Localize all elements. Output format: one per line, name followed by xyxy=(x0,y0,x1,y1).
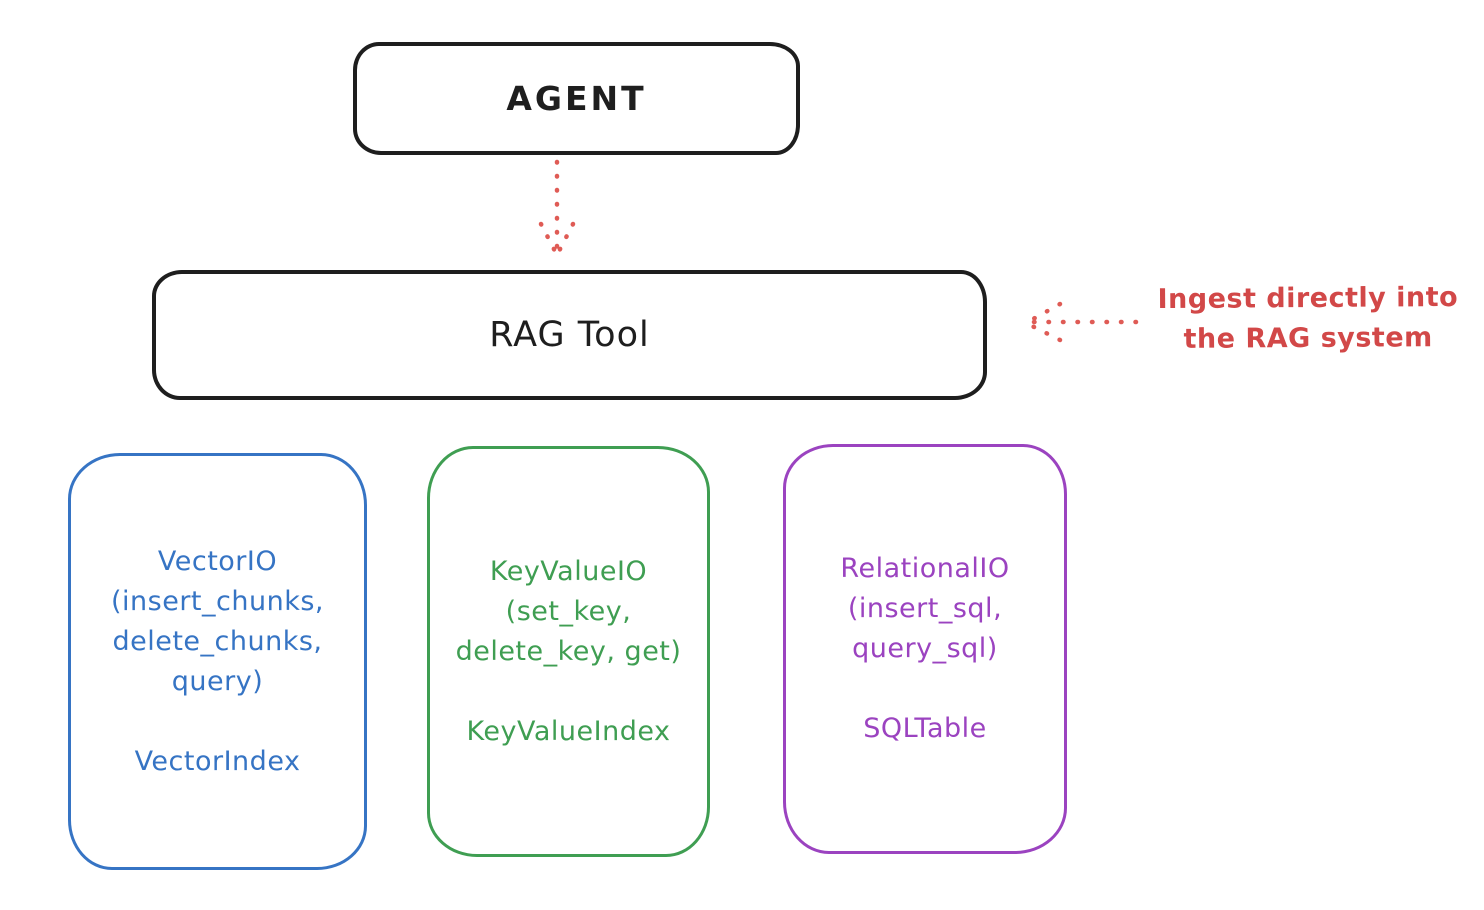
storage-box-keyvalue: KeyValueIO (set_key, delete_key, get) Ke… xyxy=(427,446,710,857)
ingest-annotation: Ingest directly into the RAG system xyxy=(1140,278,1477,360)
sql-table-label: SQLTable xyxy=(863,713,987,744)
keyvalue-index-label: KeyValueIndex xyxy=(466,715,671,747)
rag-tool-node: RAG Tool xyxy=(152,270,987,400)
rag-tool-label: RAG Tool xyxy=(489,315,650,355)
ingest-annotation-line1: Ingest directly into xyxy=(1157,281,1459,316)
vector-io-method-line: delete_chunks, xyxy=(112,625,323,657)
vector-index-label: VectorIndex xyxy=(134,745,301,777)
keyvalue-io-method-line: delete_key, get) xyxy=(455,635,682,667)
storage-box-vector: VectorIO (insert_chunks, delete_chunks, … xyxy=(68,453,367,870)
keyvalue-io-method-line: (set_key, xyxy=(505,595,632,627)
annotation-to-rag-tool-arrow-icon xyxy=(1023,301,1139,343)
agent-label: AGENT xyxy=(506,79,647,118)
vector-io-method-line: (insert_chunks, xyxy=(111,585,324,617)
relational-io-method-line: query_sql) xyxy=(852,633,998,664)
keyvalue-io-title: KeyValueIO xyxy=(489,555,648,587)
vector-io-title: VectorIO xyxy=(157,545,278,577)
ingest-annotation-line2: the RAG system xyxy=(1183,322,1433,355)
agent-to-rag-tool-arrow-icon xyxy=(538,159,576,258)
relational-io-title: RelationalIO xyxy=(840,553,1010,584)
vector-io-method-line: query) xyxy=(171,665,264,697)
relational-io-method-line: (insert_sql, xyxy=(847,593,1003,624)
agent-node: AGENT xyxy=(353,42,800,155)
storage-box-relational: RelationalIO (insert_sql, query_sql) SQL… xyxy=(783,444,1067,854)
